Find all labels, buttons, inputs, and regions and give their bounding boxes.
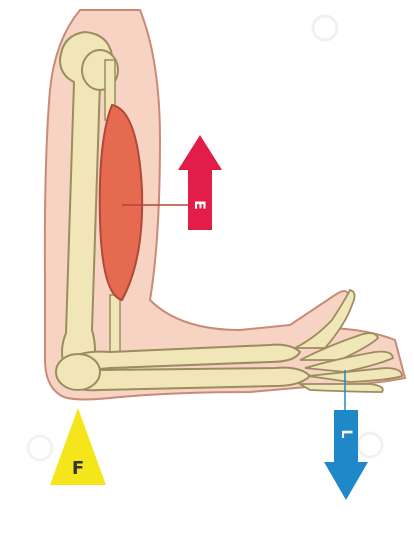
fulcrum-triangle: F	[50, 408, 106, 485]
biceps-tendon-bottom	[110, 295, 120, 355]
elbow-joint	[56, 354, 100, 390]
fulcrum-label: F	[72, 458, 84, 479]
load-label: L	[338, 430, 354, 439]
effort-arrow: E	[178, 135, 222, 230]
effort-label: E	[191, 200, 207, 210]
